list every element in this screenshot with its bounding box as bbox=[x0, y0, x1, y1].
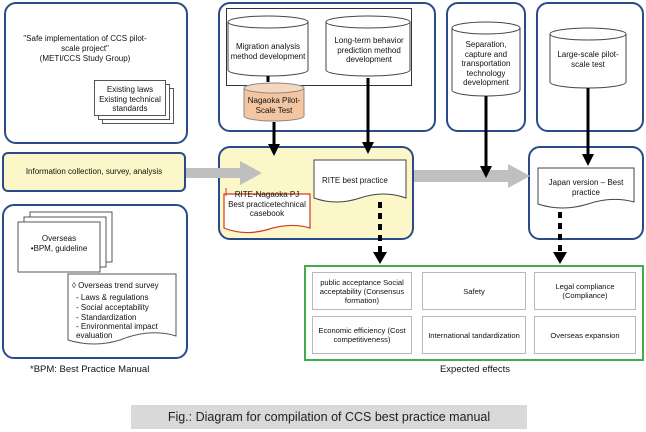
overseas-trend-doc bbox=[67, 273, 177, 345]
rite-to-japan-arrow bbox=[414, 164, 530, 188]
largescale-cylinder bbox=[549, 27, 627, 89]
overseas-trend-title: ◊ Overseas trend survey bbox=[72, 281, 159, 290]
migration-cylinder bbox=[227, 15, 309, 77]
meti-study-group: (METI/CCS Study Group) bbox=[39, 54, 131, 63]
japan-best-practice-label: Japan version – Best practice bbox=[548, 178, 624, 197]
effect-overseas-expansion: Overseas expansion bbox=[534, 316, 636, 354]
longterm-label: Long-term behavior prediction method dev… bbox=[334, 36, 404, 64]
nagaoka-test-label: Nagaoka Pilot-Scale Test bbox=[247, 96, 301, 115]
existing-standards-doc: Existing laws Existing technical standar… bbox=[94, 80, 166, 116]
overseas-doc-stack bbox=[17, 211, 113, 273]
effect-public-acceptance: public acceptance Social acceptability (… bbox=[312, 272, 412, 310]
info-to-rite-arrow bbox=[186, 161, 262, 185]
separation-cylinder bbox=[451, 21, 521, 97]
figure-caption: Fig.: Diagram for compilation of CCS bes… bbox=[131, 405, 527, 429]
japan-to-effects-arrowhead bbox=[553, 252, 567, 264]
meti-project-title: "Safe implementation of CCS pilot-scale … bbox=[23, 34, 147, 53]
meti-panel: "Safe implementation of CCS pilot-scale … bbox=[4, 2, 188, 144]
overseas-trend-item: - Environmental impact evaluation bbox=[76, 322, 158, 340]
overseas-doc-subtitle: •BPM, guideline bbox=[30, 244, 88, 253]
japan-best-practice-doc bbox=[537, 167, 635, 209]
rite-best-practice-label: RITE best practice bbox=[322, 176, 388, 185]
bpm-footnote: *BPM: Best Practice Manual bbox=[30, 364, 150, 375]
migration-label: Migration analysis method development bbox=[230, 42, 306, 61]
separation-label: Separation, capture and transportation t… bbox=[461, 40, 511, 87]
effect-international-standardization: International tandardization bbox=[422, 316, 526, 354]
nagaoka-test-cylinder bbox=[243, 82, 305, 122]
info-collection-bar: Information collection, survey, analysis bbox=[2, 152, 186, 192]
effect-safety: Safety bbox=[422, 272, 526, 310]
method-development-frame bbox=[226, 8, 412, 86]
effect-legal-compliance: Legal compliance (Compliance) bbox=[534, 272, 636, 310]
expected-effects-label: Expected effects bbox=[439, 364, 511, 375]
rite-casebook-label: RITE-Nagaoka PJ Best practicetechnical c… bbox=[228, 190, 306, 218]
effect-economic-efficiency: Economic efficiency (Cost competitivenes… bbox=[312, 316, 412, 354]
info-collection-label: Information collection, survey, analysis bbox=[25, 167, 163, 176]
rite-best-practice-doc bbox=[313, 159, 407, 203]
existing-standards-label: Existing laws Existing technical standar… bbox=[99, 85, 161, 113]
rite-casebook-doc bbox=[223, 193, 311, 234]
longterm-cylinder bbox=[325, 15, 411, 77]
overseas-trend-item: - Standardization bbox=[76, 313, 137, 322]
overseas-doc-title: Overseas bbox=[41, 234, 77, 243]
largescale-label: Large-scale pilot-scale test bbox=[557, 50, 619, 69]
overseas-trend-item: - Laws & regulations bbox=[76, 293, 149, 302]
overseas-trend-item: - Social acceptability bbox=[76, 303, 149, 312]
rite-to-effects-arrowhead bbox=[373, 252, 387, 264]
